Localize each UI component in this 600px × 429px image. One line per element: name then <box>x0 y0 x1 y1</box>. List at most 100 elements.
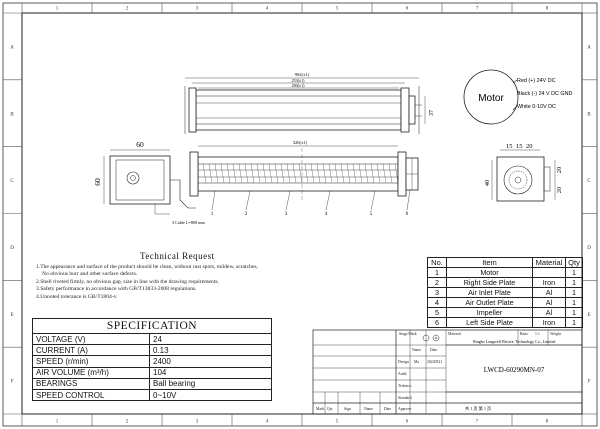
border-row-label: E <box>587 313 590 318</box>
dim-end-15-b: 15 <box>516 143 523 150</box>
border-row-label: C <box>587 179 591 184</box>
technical-request-title: Technical Request <box>140 251 215 261</box>
callout-2: 2 <box>245 212 248 217</box>
parts-header-item: Item <box>446 257 533 268</box>
bottom-label-name: Name <box>364 407 373 411</box>
dim-side-width: 60 <box>136 140 144 149</box>
standard-label: Standard <box>398 396 412 400</box>
request-item: 1.The appearance and surface of the prod… <box>36 264 258 270</box>
cable-note: 3 Cable L=800 mm <box>172 220 205 225</box>
border-col-label: 8 <box>546 7 549 12</box>
part-no: 2 <box>427 277 447 288</box>
part-item: Left Side Plate <box>446 317 533 328</box>
title-block <box>312 329 583 415</box>
border-col-label: 5 <box>336 7 339 12</box>
part-material <box>532 267 566 278</box>
impeller-blade <box>280 163 285 184</box>
border-col-label: 4 <box>266 420 269 425</box>
spec-value: 2400 <box>149 355 272 368</box>
ratio-value: 1:1 <box>535 332 540 336</box>
table-row: SPEED (r/min)2400 <box>32 355 272 368</box>
dim-253: 253(±1) <box>292 78 306 83</box>
part-no: 3 <box>427 287 447 298</box>
border-col-label: 6 <box>406 7 409 12</box>
part-material: Al <box>532 307 566 318</box>
impeller-blade <box>292 163 297 184</box>
part-no: 4 <box>427 297 447 308</box>
spec-value: Ball bearing <box>149 377 272 390</box>
impeller-blade <box>334 163 339 184</box>
part-item: Air Inlet Plate <box>446 287 533 298</box>
wire-white: White 0-10V DC <box>517 104 556 110</box>
impeller-blade <box>256 163 261 184</box>
impeller-blade <box>358 163 363 184</box>
border-row-label: F <box>11 380 14 385</box>
border-row-label: B <box>10 112 14 117</box>
impeller-blade <box>238 163 243 184</box>
drawing-number: LWCD-60290MN-07 <box>484 366 545 374</box>
dim-side-height: 60 <box>93 178 102 186</box>
impeller-blade <box>220 163 225 184</box>
impeller-blade <box>340 163 345 184</box>
bottom-label-mark: Mark <box>316 407 324 411</box>
border-col-label: 4 <box>266 7 269 12</box>
approve-label: Approve <box>398 407 412 411</box>
bottom-label-qty: Qty <box>327 407 333 411</box>
impeller-blade <box>202 163 207 184</box>
impeller-blade <box>208 163 213 184</box>
callout-1: 1 <box>211 212 214 217</box>
dim-200: 200(±1) <box>292 83 306 88</box>
part-no: 6 <box>427 317 447 328</box>
part-item: Right Side Plate <box>446 277 533 288</box>
parts-header-material: Material <box>532 257 566 268</box>
border-row-label: F <box>588 380 591 385</box>
weight-label: Weight <box>550 332 562 336</box>
callout-6: 6 <box>406 212 409 217</box>
border-col-label: 1 <box>56 420 59 425</box>
border-ticks <box>3 3 597 426</box>
impeller-blade <box>394 163 399 184</box>
spec-label: VOLTAGE (V) <box>32 332 150 346</box>
impeller-blade <box>352 163 357 184</box>
impeller-blade <box>376 163 381 184</box>
spec-label: AIR VOLUME (m³/h) <box>32 366 150 379</box>
date-value: 20240521 <box>427 360 442 364</box>
table-row: AIR VOLUME (m³/h)104 <box>32 366 272 379</box>
spec-value: 0~10V <box>149 388 272 402</box>
border-col-label: 2 <box>126 7 129 12</box>
border-row-label: B <box>587 112 591 117</box>
request-item: 4.Unnoted tolerance is GB/T1804-v. <box>36 293 118 300</box>
part-qty: 1 <box>565 317 583 328</box>
part-no: 5 <box>427 307 447 318</box>
border-row-label: D <box>10 246 14 251</box>
impeller-blade <box>250 163 255 184</box>
sheet-count: 共 1 页 第 1 页 <box>465 405 491 412</box>
callout-5: 5 <box>370 212 373 217</box>
border-col-label: 6 <box>406 420 409 425</box>
spec-value: 24 <box>149 332 272 346</box>
date-label: Date <box>430 348 437 352</box>
designer-value: Ma <box>414 360 419 364</box>
impeller-blade <box>232 163 237 184</box>
specification-title: SPECIFICATION <box>32 318 272 334</box>
border-row-label: A <box>10 45 14 50</box>
part-qty: 1 <box>565 287 583 298</box>
specification-table: SPECIFICATION VOLTAGE (V)24 CURRENT (A)0… <box>32 318 272 402</box>
part-material: Iron <box>532 317 566 328</box>
name-label: Name <box>412 348 421 352</box>
parts-header-no: No. <box>427 257 447 268</box>
material-label: Material <box>448 332 461 336</box>
border-row-label: D <box>587 246 591 251</box>
spec-value: 104 <box>149 366 272 379</box>
part-qty: 1 <box>565 307 583 318</box>
audit-label: Audit <box>398 372 408 376</box>
impeller-blade <box>328 163 333 184</box>
impeller-blade <box>226 163 231 184</box>
